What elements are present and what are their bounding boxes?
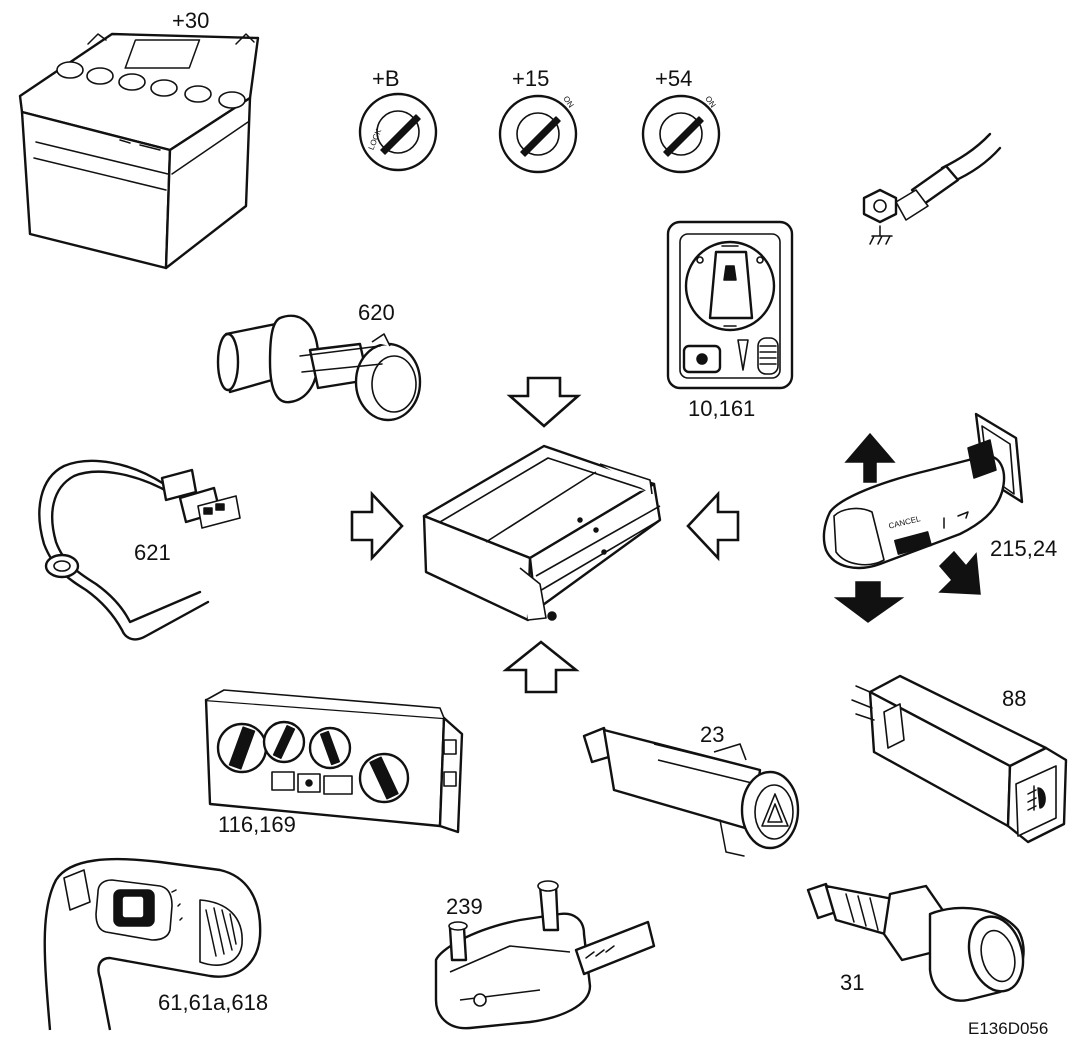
climate-control-panel xyxy=(204,689,464,834)
cruise-arrow-down xyxy=(833,581,905,623)
fog-lamp-icon xyxy=(1027,785,1046,811)
fog-switch-label: 88 xyxy=(1002,686,1026,711)
mirror-switch-label: 61,61a,618 xyxy=(158,990,268,1015)
battery-cell-caps xyxy=(56,61,246,109)
key-b-label: +B xyxy=(372,66,400,91)
cruise-arrow-diag xyxy=(938,550,981,595)
key-position-54: ON xyxy=(641,94,721,174)
mirror-switch-armrest xyxy=(43,857,262,1031)
connector-620 xyxy=(216,314,422,422)
ground-icon xyxy=(869,225,893,245)
harness-621-label: 621 xyxy=(134,540,171,565)
key-position-15: ON xyxy=(498,94,578,174)
key-position-b: LOCK xyxy=(358,92,438,172)
ground-terminal xyxy=(862,132,1002,245)
hazard-triangle-icon xyxy=(761,793,789,827)
cruise-arrow-up xyxy=(844,432,896,483)
key-54-label: +54 xyxy=(655,66,692,91)
temp-sender-label: 31 xyxy=(840,970,864,995)
wiper-motor xyxy=(434,880,656,1030)
key-15-label: +15 xyxy=(512,66,549,91)
wiper-motor-label: 239 xyxy=(446,894,483,919)
light-switch-label: 10,161 xyxy=(688,396,755,421)
connector-620-label: 620 xyxy=(358,300,395,325)
hazard-switch-label: 23 xyxy=(700,722,724,747)
battery-label: +30 xyxy=(172,8,209,33)
hazard-switch xyxy=(582,726,800,857)
battery xyxy=(18,32,260,270)
cruise-stalk-label: 215,24 xyxy=(990,536,1057,561)
light-switch xyxy=(666,220,794,390)
climate-panel-label: 116,169 xyxy=(218,812,296,837)
cruise-control-stalk: CANCEL xyxy=(822,412,1024,570)
arrow-right-left xyxy=(350,490,404,562)
fog-light-switch xyxy=(851,674,1068,844)
arrow-down-top xyxy=(506,376,582,428)
control-module xyxy=(422,444,662,622)
arrow-up-bottom xyxy=(502,640,580,694)
harness-621 xyxy=(38,459,241,641)
figure-reference-code: E136D056 xyxy=(968,1019,1048,1038)
arrow-left-right xyxy=(686,490,740,562)
temperature-sender xyxy=(806,882,1025,1002)
